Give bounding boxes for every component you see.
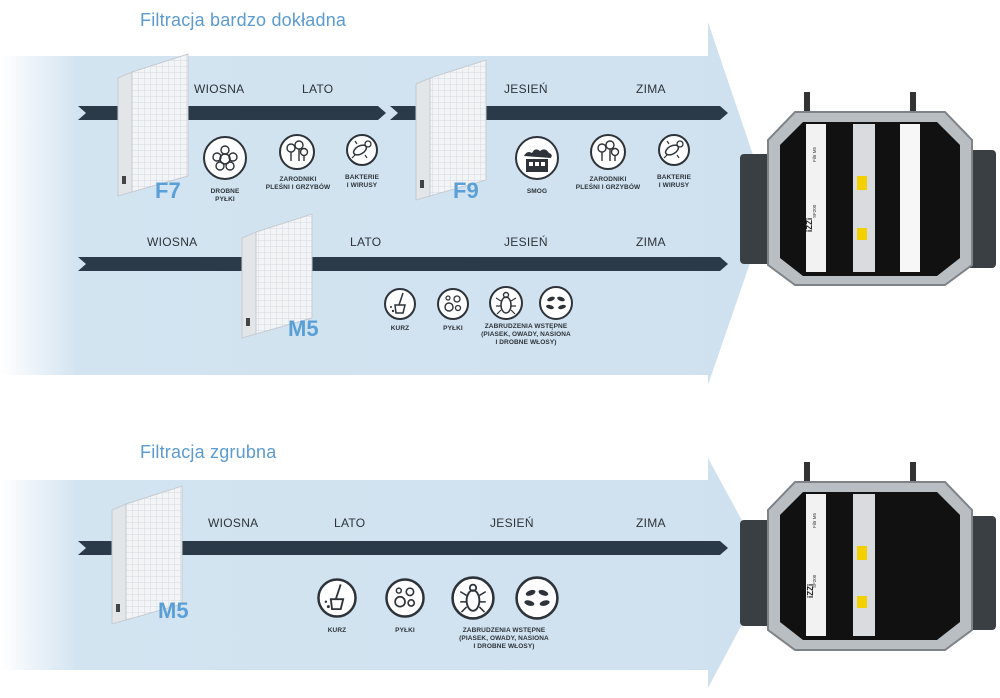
dust-broom-icon	[317, 578, 357, 618]
season-label: JESIEŃ	[490, 516, 534, 530]
filter-f7-panel	[117, 53, 189, 197]
season-label: ZIMA	[636, 516, 666, 530]
device-model-1: SF200	[812, 204, 817, 218]
season-label: JESIEŃ	[504, 235, 548, 249]
filter-label-f9: F9	[453, 178, 479, 203]
timeline-row2	[78, 257, 728, 271]
filter-m5-panel-row2	[241, 213, 313, 339]
pollen-icon	[385, 578, 425, 618]
filter-m5-panel-section2	[111, 485, 183, 625]
dust-broom-icon	[384, 288, 416, 320]
icon-caption: KURZ	[327, 627, 347, 634]
icon-caption: ZABRUDZENIA WSTĘPNE(PIASEK, OWADY, NASIO…	[459, 627, 549, 650]
device-filter-tag-1: Filtr M5	[812, 147, 817, 162]
ventilation-unit-2	[740, 462, 996, 651]
smog-factory-icon	[515, 136, 559, 180]
bug-icon	[451, 576, 495, 620]
device-model-2: SF200	[812, 574, 817, 588]
icon-caption: SMOG	[526, 188, 548, 195]
seeds-icon	[515, 576, 559, 620]
season-label: ZIMA	[636, 235, 666, 249]
filter-f9-panel	[415, 59, 487, 201]
fine-pollen-icon	[203, 136, 247, 180]
filter-label-m5: M5	[158, 598, 189, 623]
bacteria-virus-icon	[346, 134, 378, 166]
season-label: LATO	[302, 82, 334, 96]
season-label: LATO	[350, 235, 382, 249]
season-label: JESIEŃ	[504, 82, 548, 96]
filter-label-m5: M5	[288, 316, 319, 341]
season-label: WIOSNA	[147, 235, 198, 249]
season-label: ZIMA	[636, 82, 666, 96]
filter-label-f7: F7	[155, 178, 181, 203]
device-filter-tag-2: Filtr M5	[812, 513, 817, 528]
pollen-icon	[437, 288, 469, 320]
mold-spores-icon	[279, 134, 315, 170]
section1-title: Filtracja bardzo dokładna	[140, 10, 347, 30]
icon-caption: KURZ	[390, 325, 410, 332]
icon-caption: ZABRUDZENIA WSTĘPNE(PIASEK, OWADY, NASIO…	[481, 323, 571, 346]
icon-caption: PYŁKI	[395, 627, 415, 634]
bug-icon	[489, 286, 523, 320]
device-brand-1: iZZi	[805, 217, 814, 232]
season-label: WIOSNA	[208, 516, 259, 530]
season-label: WIOSNA	[194, 82, 245, 96]
ventilation-unit-1	[740, 92, 996, 286]
icon-caption: PYŁKI	[443, 325, 463, 332]
flow-arrow-2	[0, 458, 770, 688]
seeds-icon	[539, 286, 573, 320]
bacteria-virus-icon	[658, 134, 690, 166]
section2-title: Filtracja zgrubna	[140, 442, 277, 462]
timeline-section2	[78, 541, 728, 555]
mold-spores-icon	[590, 134, 626, 170]
season-label: LATO	[334, 516, 366, 530]
